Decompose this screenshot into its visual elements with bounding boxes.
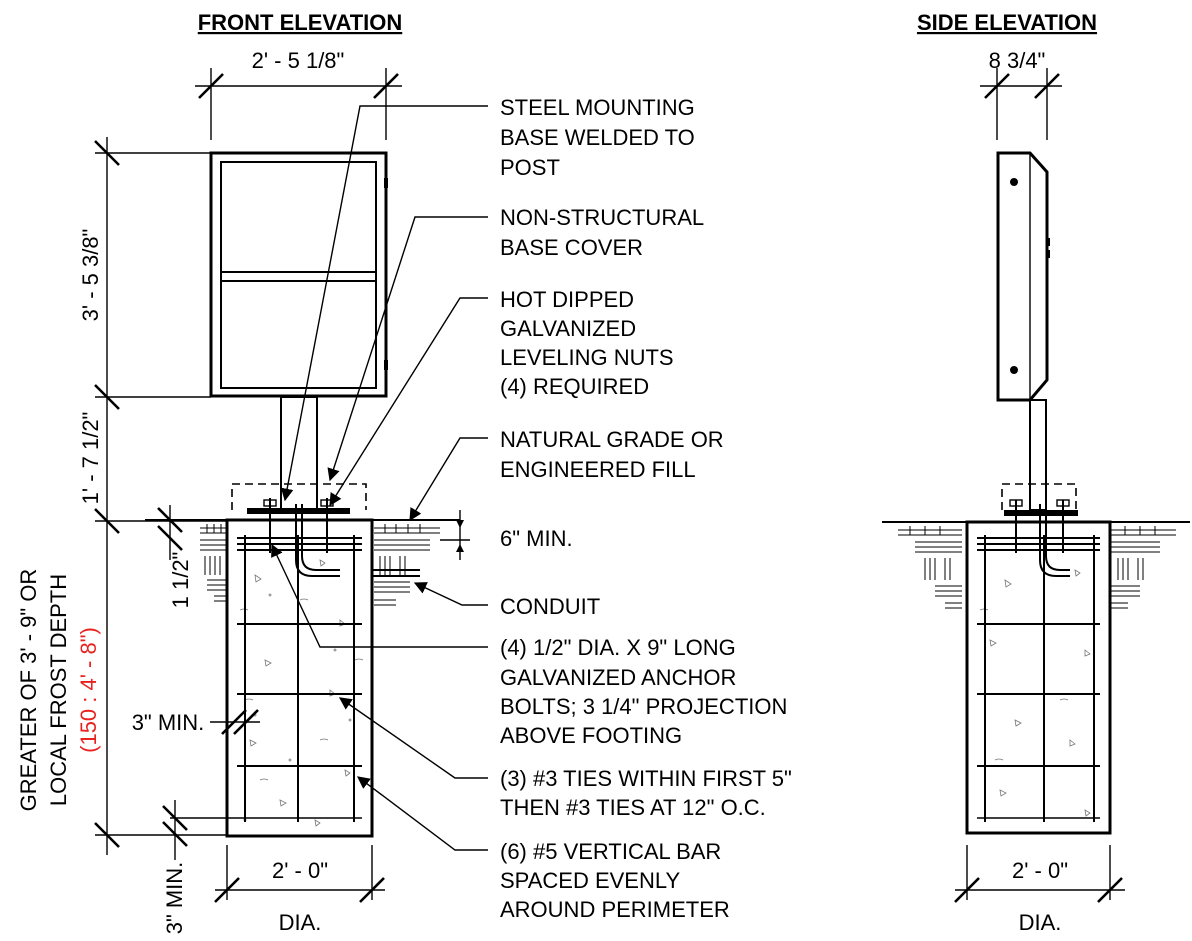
- callout-base-cover-1: NON-STRUCTURAL: [500, 205, 704, 230]
- depth-dimension-line1: GREATER OF 3' - 9" OR: [16, 569, 41, 812]
- mounting-base-plate: [247, 508, 350, 514]
- callout-ties-1: (3) #3 TIES WITHIN FIRST 5": [500, 766, 792, 791]
- side-depth-dimension: 8 3/4": [989, 48, 1046, 73]
- cabinet: [209, 151, 388, 398]
- callouts: STEEL MOUNTING BASE WELDED TO POST NON-S…: [500, 95, 792, 922]
- grade-dimension: 6" MIN.: [500, 526, 573, 551]
- side-dia-label: DIA.: [1019, 910, 1062, 935]
- callout-leveling-nuts-4: (4) REQUIRED: [500, 374, 649, 399]
- callout-ties-2: THEN #3 TIES AT 12" O.C.: [500, 795, 766, 820]
- callout-base-cover-2: BASE COVER: [500, 235, 643, 260]
- cabinet-height-dimension: 3' - 5 3/8": [78, 229, 103, 322]
- front-elevation: 2' - 5 1/8": [16, 48, 573, 935]
- callout-conduit: CONDUIT: [500, 594, 600, 619]
- callout-leaders: [271, 105, 488, 851]
- base-cover: [231, 483, 367, 510]
- callout-vertical-bars-1: (6) #5 VERTICAL BAR: [500, 839, 721, 864]
- anchor-bolts: [263, 498, 334, 553]
- callout-anchor-bolts-2: GALVANIZED ANCHOR: [500, 665, 736, 690]
- side-clearance-dimension: 3" MIN.: [132, 710, 205, 735]
- callout-leveling-nuts-1: HOT DIPPED: [500, 287, 634, 312]
- side-footing: [965, 520, 1112, 835]
- side-footing-diameter: 2' - 0": [1012, 858, 1068, 883]
- callout-grade-2: ENGINEERED FILL: [500, 457, 696, 482]
- post-height-dimension: 1' - 7 1/2": [78, 412, 103, 505]
- callout-mounting-base-3: POST: [500, 155, 560, 180]
- callout-anchor-bolts-1: (4) 1/2" DIA. X 9" LONG: [500, 635, 736, 660]
- callout-mounting-base-1: STEEL MOUNTING: [500, 95, 695, 120]
- conduit: [295, 504, 340, 577]
- callout-grade-1: NATURAL GRADE OR: [500, 427, 724, 452]
- side-elevation: 8 3/4": [882, 48, 1190, 935]
- front-width-dimension: 2' - 5 1/8": [252, 48, 345, 73]
- callout-anchor-bolts-3: BOLTS; 3 1/4" PROJECTION: [500, 694, 787, 719]
- callout-vertical-bars-3: AROUND PERIMETER: [500, 897, 730, 922]
- side-post: [1029, 399, 1047, 511]
- top-clearance-dimension: 1 1/2": [168, 552, 193, 609]
- depth-dimension-metric: (150 : 4' - 8"): [76, 627, 101, 753]
- bottom-clearance-dimension: 3" MIN.: [162, 862, 187, 935]
- callout-leveling-nuts-2: GALVANIZED: [500, 316, 636, 341]
- side-cabinet: [996, 151, 1049, 402]
- callout-leveling-nuts-3: LEVELING NUTS: [500, 345, 674, 370]
- footing: [225, 518, 374, 838]
- concrete-texture: [239, 559, 364, 827]
- callout-mounting-base-2: BASE WELDED TO: [500, 125, 695, 150]
- depth-dimension-line2: LOCAL FROST DEPTH: [46, 574, 71, 806]
- callout-anchor-bolts-4: ABOVE FOOTING: [500, 723, 682, 748]
- side-soil-hatch: [898, 526, 1176, 609]
- callout-vertical-bars-2: SPACED EVENLY: [500, 868, 680, 893]
- soil-hatch-left: [200, 524, 226, 602]
- front-elevation-title: FRONT ELEVATION: [198, 10, 403, 35]
- front-dia-label: DIA.: [279, 910, 322, 935]
- front-footing-diameter: 2' - 0": [272, 858, 328, 883]
- soil-hatch-right: [374, 524, 440, 606]
- side-base-cover: [1001, 483, 1077, 510]
- side-elevation-title: SIDE ELEVATION: [917, 10, 1097, 35]
